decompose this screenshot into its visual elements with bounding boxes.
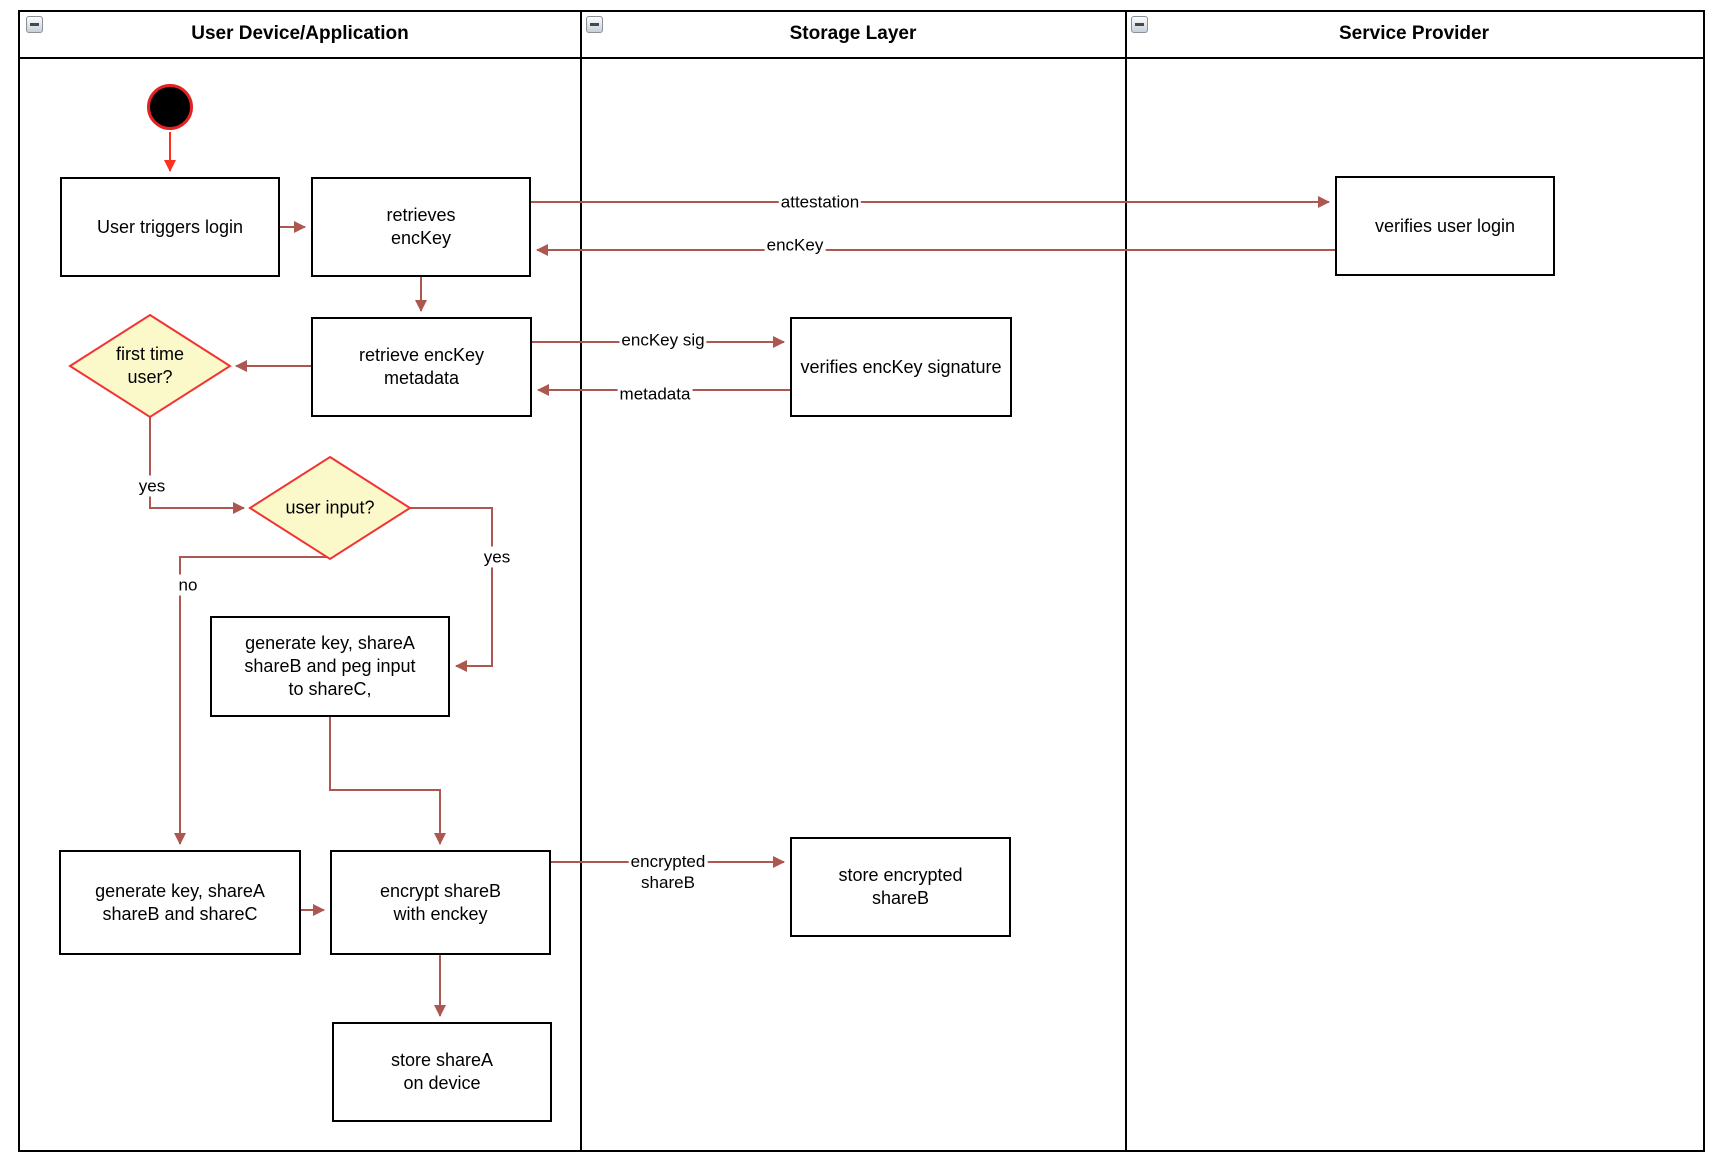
pool-border-bottom <box>18 1150 1705 1152</box>
node-store-sharea[interactable]: store shareA on device <box>332 1022 552 1122</box>
collapse-lane-icon[interactable] <box>1131 16 1148 33</box>
edge-label-user-input-no[interactable]: no <box>176 574 200 596</box>
node-verifies-enckey-signature[interactable]: verifies encKey signature <box>790 317 1012 417</box>
minus-glyph <box>1135 23 1144 26</box>
lane-separator-1 <box>580 10 582 1152</box>
edge-label-user-input-yes[interactable]: yes <box>481 546 513 568</box>
minus-glyph <box>30 23 39 26</box>
collapse-lane-icon[interactable] <box>26 16 43 33</box>
node-retrieve-enckey-metadata[interactable]: retrieve encKey metadata <box>311 317 532 417</box>
pool-border-right <box>1703 10 1705 1152</box>
lane-title-user-device[interactable]: User Device/Application <box>191 23 409 44</box>
edge-label-first-time-yes[interactable]: yes <box>136 475 168 497</box>
minus-glyph <box>590 23 599 26</box>
edge-label-encrypted-shareb[interactable]: encrypted shareB <box>628 851 708 893</box>
node-retrieves-enckey[interactable]: retrieves encKey <box>311 177 531 277</box>
pool-border-left <box>18 10 20 1152</box>
lane-header-divider <box>18 57 1705 59</box>
node-encrypt-shareb[interactable]: encrypt shareB with enckey <box>330 850 551 955</box>
edge-label-attestation[interactable]: attestation <box>778 191 862 213</box>
node-user-triggers-login[interactable]: User triggers login <box>60 177 280 277</box>
lane-title-storage-layer[interactable]: Storage Layer <box>789 23 917 44</box>
edge-label-enckey[interactable]: encKey <box>764 234 826 256</box>
lane-title-service-provider[interactable]: Service Provider <box>1339 23 1489 44</box>
node-verifies-user-login[interactable]: verifies user login <box>1335 176 1555 276</box>
edge-label-enckey-sig[interactable]: encKey sig <box>619 329 707 351</box>
edge-label-metadata[interactable]: metadata <box>617 383 693 405</box>
decision-user-input-label[interactable]: user input? <box>285 497 375 518</box>
node-store-encrypted-shareb[interactable]: store encrypted shareB <box>790 837 1011 937</box>
node-generate-shares[interactable]: generate key, shareA shareB and shareC <box>59 850 301 955</box>
collapse-lane-icon[interactable] <box>586 16 603 33</box>
node-generate-peg-input[interactable]: generate key, shareA shareB and peg inpu… <box>210 616 450 717</box>
start-node[interactable] <box>147 84 193 130</box>
decision-first-time-user-label[interactable]: first time user? <box>115 344 185 387</box>
edge-peg-to-encrypt[interactable] <box>329 717 446 845</box>
lane-separator-2 <box>1125 10 1127 1152</box>
pool-border-top <box>18 10 1705 12</box>
